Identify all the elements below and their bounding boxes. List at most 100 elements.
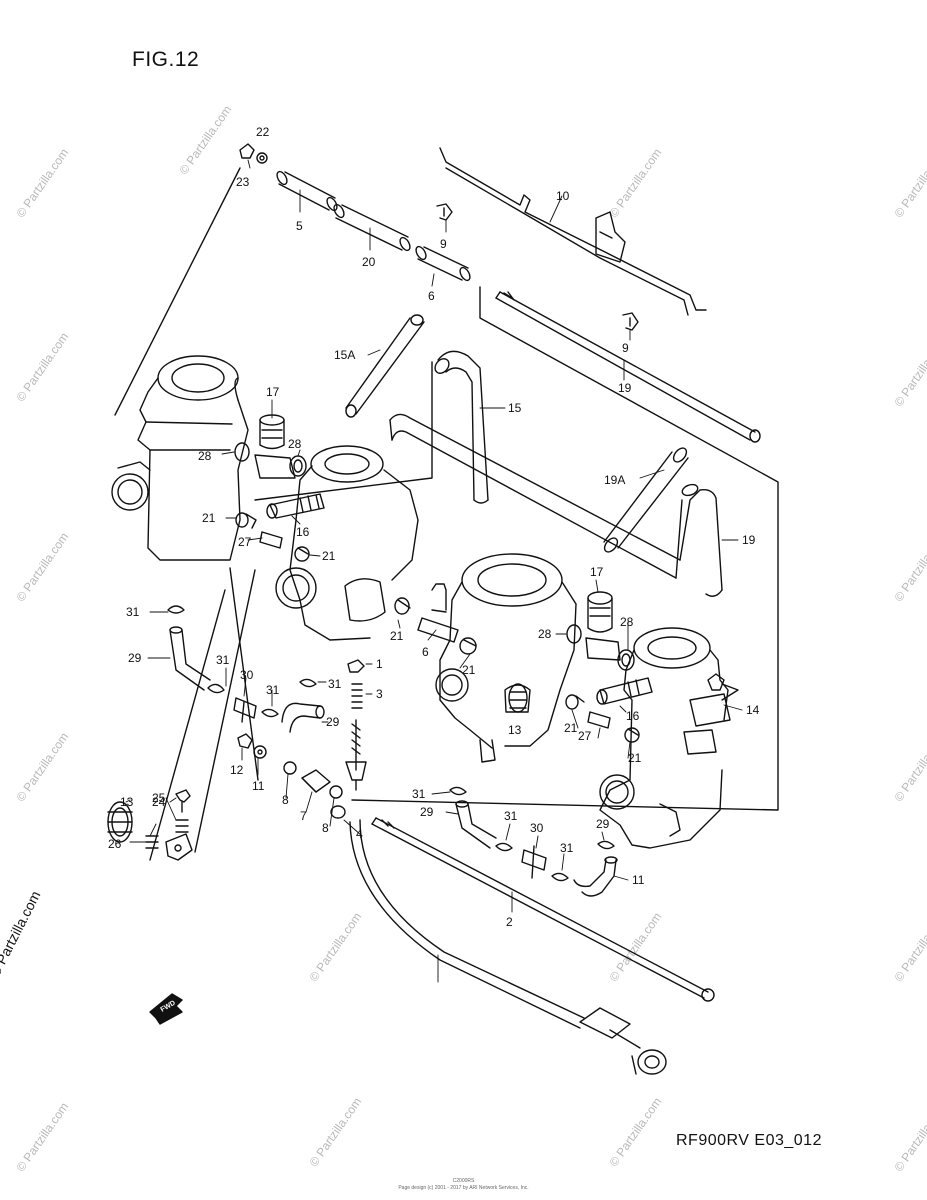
callout-2: 2	[506, 915, 513, 929]
washer-11-left	[253, 745, 267, 759]
hose-29-lower-right	[573, 856, 618, 897]
callout-31: 31	[328, 677, 342, 691]
clip-31-f	[495, 842, 513, 852]
callout-6: 6	[428, 289, 435, 303]
callout-19: 19	[742, 533, 756, 547]
plug-21-mid-a	[394, 597, 411, 615]
callout-21: 21	[564, 721, 578, 735]
callout-20: 20	[362, 255, 376, 269]
model-code: RF900RV E03_012	[676, 1132, 822, 1149]
callout-28: 28	[538, 627, 552, 641]
callout-13: 13	[508, 723, 522, 737]
carburetor-1	[111, 355, 249, 561]
callout-19: 19	[618, 381, 632, 395]
callout-21: 21	[322, 549, 336, 563]
clip-31-h	[597, 840, 615, 850]
callout-21: 21	[390, 629, 404, 643]
callout-9: 9	[622, 341, 629, 355]
hose-19-long	[389, 413, 723, 597]
plug-21-right-a	[565, 694, 585, 710]
leader-lines	[125, 159, 743, 983]
callout-28: 28	[198, 449, 212, 463]
callout-13: 13	[120, 795, 134, 809]
spring-3	[351, 683, 363, 709]
carburetor-3	[435, 553, 577, 763]
callout-10: 10	[556, 189, 570, 203]
hose-29-lower-center	[455, 800, 497, 849]
callout-11: 11	[632, 873, 645, 887]
callout-17: 17	[590, 565, 604, 579]
hose-20	[333, 203, 411, 252]
callout-24: 24	[152, 795, 166, 809]
screw-12	[237, 733, 253, 749]
o-ring-28-upper-left	[234, 442, 250, 462]
clip-31-d	[299, 678, 317, 688]
hose-19a	[603, 447, 689, 553]
figure-title: FIG.12	[132, 48, 200, 71]
fitting-17-upper	[254, 414, 296, 479]
rod-19	[495, 291, 761, 443]
callout-14: 14	[746, 703, 760, 717]
callout-3: 3	[376, 687, 383, 701]
tee-30-right	[521, 845, 547, 879]
pilot-screw	[345, 719, 367, 791]
callout-25: 25	[152, 791, 166, 805]
clip-31-c	[261, 708, 279, 718]
callout-15a: 15A	[334, 348, 355, 362]
spring-13-left	[107, 801, 133, 843]
hose-15a	[345, 314, 425, 418]
clip-31-b	[207, 683, 225, 694]
clip-31-a	[167, 605, 185, 614]
carburetor-4	[599, 627, 729, 849]
cap-23	[239, 143, 255, 159]
tee-30-left	[233, 697, 257, 723]
fitting-6	[417, 583, 459, 643]
plug-21-upper-b	[294, 546, 310, 562]
callout-16: 16	[626, 709, 640, 723]
callout-5: 5	[296, 219, 303, 233]
hose-5-lower	[415, 245, 471, 282]
ring-8-a	[283, 761, 297, 775]
clip-9-mid	[622, 312, 639, 331]
callout-30: 30	[240, 668, 254, 682]
callout-4: 4	[356, 827, 363, 841]
plug-27-upper	[259, 531, 283, 549]
reference-lines	[114, 167, 779, 861]
callout-16: 16	[296, 525, 310, 539]
fitting-16-upper	[266, 493, 325, 519]
callout-21: 21	[462, 663, 476, 677]
callout-8: 8	[322, 821, 329, 835]
callout-17: 17	[266, 385, 280, 399]
hose-15	[434, 350, 489, 504]
carburetor-2	[275, 445, 419, 641]
callout-31: 31	[266, 683, 280, 697]
callout-23: 23	[236, 175, 250, 189]
hose-29-mid	[281, 702, 325, 733]
clip-31-g	[551, 872, 569, 882]
callout-21: 21	[202, 511, 216, 525]
callout-6: 6	[422, 645, 429, 659]
callout-layer: 2223520910691915A151728282116272119A1931…	[108, 125, 760, 929]
callout-15: 15	[508, 401, 522, 415]
fwd-arrow-icon	[149, 993, 183, 1025]
bracket-14	[683, 673, 739, 755]
clip-31-e	[449, 786, 467, 796]
fitting-17-right	[585, 591, 621, 661]
callout-30: 30	[530, 821, 544, 835]
callout-29: 29	[326, 715, 340, 729]
bracket-10	[439, 147, 707, 316]
callout-26: 26	[108, 837, 122, 851]
o-ring-28-right-b	[617, 649, 635, 671]
bracket-lever-left	[165, 833, 193, 861]
callout-8: 8	[282, 793, 289, 807]
spring-26	[145, 835, 159, 849]
spring-25	[175, 819, 189, 833]
callout-7: 7	[300, 809, 307, 823]
plug-27-right	[587, 711, 611, 729]
callout-29: 29	[420, 805, 434, 819]
callout-31: 31	[126, 605, 140, 619]
plug-21-upper-a	[235, 512, 257, 529]
hose-29-left	[169, 626, 211, 691]
callout-28: 28	[288, 437, 302, 451]
